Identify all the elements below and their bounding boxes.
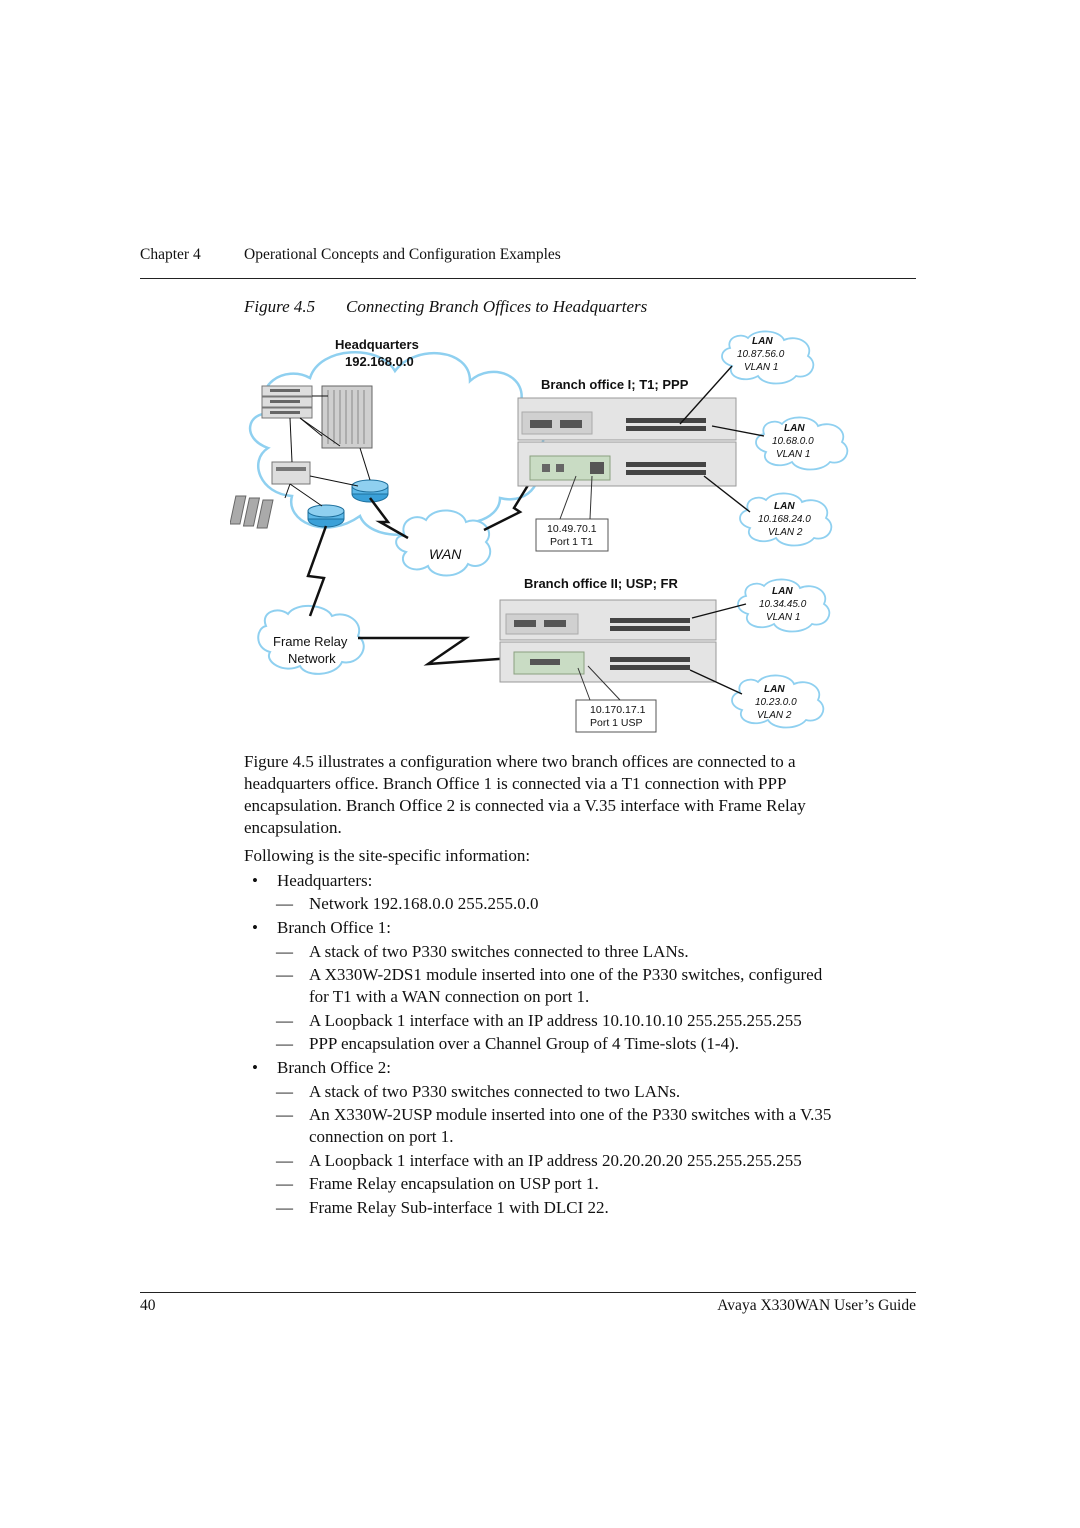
branch1-switch-top [517,397,737,441]
dash-item-text: for T1 with a WAN connection on port 1. [309,987,590,1006]
bullet-marker: • [252,1058,258,1077]
bullet-marker: • [252,918,258,937]
dash-item-text: PPP encapsulation over a Channel Group o… [309,1034,739,1053]
following-text: Following is the site-specific informati… [244,846,531,865]
dash-item-text: An X330W-2USP module inserted into one o… [309,1105,832,1124]
dash-item-text: Frame Relay Sub-interface 1 with DLCI 22… [309,1198,609,1217]
network-diagram: Headquarters 192.168.0.0 [230,330,849,733]
dash-marker: — [276,1198,293,1217]
lan2-label: LAN [784,423,805,434]
branch1-title: Branch office I; T1; PPP [541,377,689,392]
dash-marker: — [276,894,293,913]
lan3-vlan: VLAN 2 [768,527,803,538]
dash-item-text: A Loopback 1 interface with an IP addres… [309,1151,802,1170]
lan4-label: LAN [772,586,793,597]
dash-item-text: A X330W-2DS1 module inserted into one of… [309,965,823,984]
dash-marker: — [276,1011,293,1030]
branch2-switch-top [499,599,717,641]
bullet-item-text: Branch Office 1: [277,918,391,937]
lan-links [679,365,765,695]
dash-marker: — [276,1174,293,1193]
branch1-port-leader [559,475,593,520]
book-title: Avaya X330WAN User’s Guide [717,1297,916,1314]
chapter-title: Operational Concepts and Configuration E… [244,246,561,263]
hq-router-2 [307,504,345,528]
dash-item-text: A Loopback 1 interface with an IP addres… [309,1011,802,1030]
para-line: Figure 4.5 illustrates a configuration w… [244,752,796,771]
lan3-label: LAN [774,501,795,512]
hq-cloud [248,351,546,536]
hq-edge-switch [271,461,311,485]
page-number: 40 [140,1297,156,1314]
lan2-vlan: VLAN 1 [776,449,810,460]
bullet-item-text: Branch Office 2: [277,1058,391,1077]
footer-rule [140,1292,916,1293]
chapter-label: Chapter 4 [140,246,201,263]
lan-cloud-5: LAN 10.23.0.0 VLAN 2 [731,674,825,729]
hq-switch-stack [261,385,313,419]
frame-relay-cloud [257,605,365,675]
hq-title: Headquarters [335,337,419,352]
lan1-vlan: VLAN 1 [744,362,778,373]
figure-caption: Figure 4.5 Connecting Branch Offices to H… [244,297,647,317]
dash-marker: — [276,1151,293,1170]
branch1-port-ip: 10.49.70.1 [547,523,597,535]
para-line: encapsulation. Branch Office 2 is connec… [244,796,806,815]
lan-cloud-4: LAN 10.34.45.0 VLAN 1 [737,578,831,633]
dash-item-text: A stack of two P330 switches connected t… [309,1082,681,1101]
branch1-port-box [535,518,609,552]
para-line: headquarters office. Branch Office 1 is … [244,774,787,793]
bullet-marker: • [252,871,258,890]
branch2-port-ip: 10.170.17.1 [590,704,646,716]
dash-item-text: connection on port 1. [309,1127,454,1146]
lan5-vlan: VLAN 2 [757,710,792,721]
branch1-switch-bottom [517,441,737,487]
branch2-port-box [575,699,657,733]
hq-router-1 [351,479,389,503]
lan4-vlan: VLAN 1 [766,612,800,623]
header-rule [140,278,916,279]
dash-marker: — [276,965,293,984]
frame-relay-label-2: Network [288,651,336,666]
lan-cloud-3: LAN 10.168.24.0 VLAN 2 [739,492,833,547]
branch1-port-name: Port 1 T1 [550,536,593,548]
branch2-switch-bottom [499,641,717,683]
lan5-ip: 10.23.0.0 [755,697,797,708]
lan4-ip: 10.34.45.0 [759,599,807,610]
lan3-ip: 10.168.24.0 [758,514,811,525]
branch2-port-name: Port 1 USP [590,717,643,729]
branch2-port-leader [577,665,621,701]
dash-marker: — [276,942,293,961]
hq-links [284,395,371,507]
dash-marker: — [276,1105,293,1124]
para-line: encapsulation. [244,818,342,837]
lan1-ip: 10.87.56.0 [737,349,785,360]
dash-marker: — [276,1082,293,1101]
wan-label: WAN [429,546,462,562]
dash-item-text: Network 192.168.0.0 255.255.0.0 [309,894,539,913]
wan-links [306,481,532,666]
dash-marker: — [276,1034,293,1053]
frame-relay-label-1: Frame Relay [273,634,348,649]
figure-title: Connecting Branch Offices to Headquarter… [346,297,648,316]
bullet-item-text: Headquarters: [277,871,373,890]
lan1-label: LAN [752,336,773,347]
hq-workstations [230,495,274,529]
figure-number: Figure 4.5 [244,297,316,316]
dash-item-text: A stack of two P330 switches connected t… [309,942,689,961]
branch2-title: Branch office II; USP; FR [524,576,678,591]
hq-chassis [321,385,373,449]
lan2-ip: 10.68.0.0 [772,436,814,447]
lan-cloud-1: LAN 10.87.56.0 VLAN 1 [721,330,815,385]
hq-network: 192.168.0.0 [345,354,414,369]
lan-cloud-2: LAN 10.68.0.0 VLAN 1 [755,416,849,471]
wan-cloud [395,509,492,577]
lan5-label: LAN [764,684,785,695]
dash-item-text: Frame Relay encapsulation on USP port 1. [309,1174,599,1193]
intro-paragraph: Figure 4.5 illustrates a configuration w… [244,751,916,839]
